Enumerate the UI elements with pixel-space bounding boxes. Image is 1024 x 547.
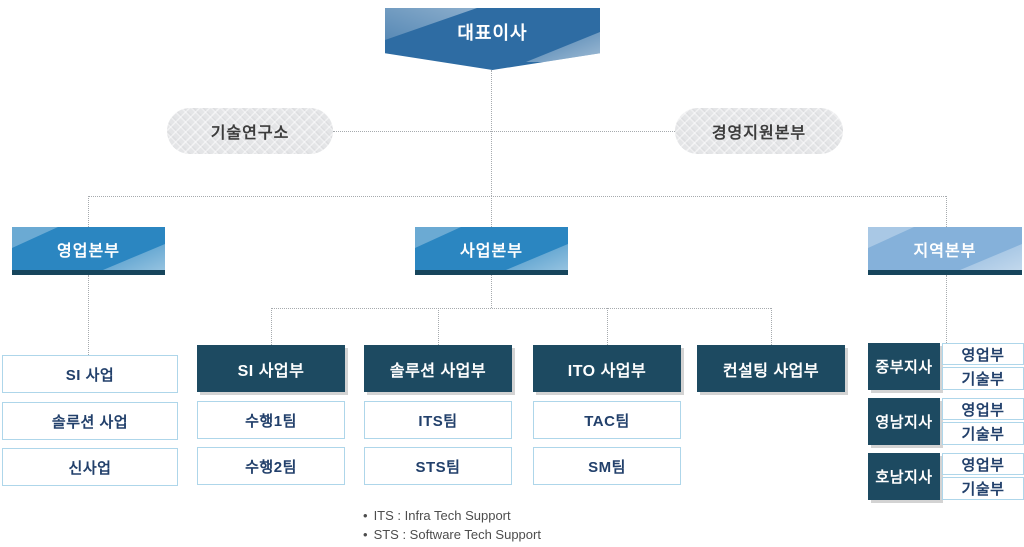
node-label: 중부지사 (875, 359, 933, 376)
node-ceo: 대표이사 (385, 8, 600, 70)
footnote-text: ITS : Infra Tech Support (373, 508, 511, 523)
node-tech-research-institute: 기술연구소 (167, 108, 333, 154)
node-jungbu-tech-unit: 기술부 (942, 367, 1024, 390)
node-label: 영업부 (961, 401, 1005, 419)
node-label: 수행1팀 (245, 412, 297, 430)
node-consulting-dept: 컨설팅 사업부 (697, 345, 845, 392)
node-branch-honam: 호남지사 (868, 453, 940, 500)
node-branch-jungbu: 중부지사 (868, 343, 940, 390)
node-label: 기술부 (961, 481, 1005, 498)
node-si-dept: SI 사업부 (197, 345, 345, 392)
node-label: 솔루션 사업 (51, 413, 129, 431)
footnote-sts: • STS : Software Tech Support (363, 525, 541, 544)
node-label: 컨설팅 사업부 (722, 362, 820, 380)
node-team-suhaeng2: 수행2팀 (197, 447, 345, 485)
node-yeongnam-tech-unit: 기술부 (942, 422, 1024, 445)
connector-line (333, 131, 675, 132)
connector-line (946, 196, 947, 227)
node-label: 영업본부 (57, 242, 120, 260)
node-label: ITO 사업부 (567, 362, 647, 380)
node-regional-hq: 지역본부 (868, 227, 1022, 275)
node-label: 기술부 (961, 426, 1005, 443)
node-management-support-hq: 경영지원본부 (675, 108, 843, 154)
footnote-its: • ITS : Infra Tech Support (363, 506, 541, 525)
node-label: 기술연구소 (210, 125, 290, 142)
node-ceo-label: 대표이사 (457, 23, 528, 43)
connector-line (271, 308, 272, 345)
connector-line (607, 308, 608, 345)
node-label: SI 사업부 (237, 362, 305, 380)
connector-line (491, 196, 492, 227)
node-new-business: 신사업 (2, 448, 178, 486)
connector-line (88, 196, 89, 227)
node-business-hq: 사업본부 (415, 227, 568, 275)
node-label: 수행2팀 (245, 458, 297, 476)
connector-line (491, 275, 492, 308)
bullet-icon: • (363, 527, 368, 542)
node-si-business: SI 사업 (2, 355, 178, 393)
footnotes: • ITS : Infra Tech Support • STS : Softwar… (363, 506, 541, 544)
node-team-sm: SM팀 (533, 447, 681, 485)
node-label: ITS팀 (418, 412, 458, 430)
node-label: TAC팀 (584, 412, 630, 430)
connector-line (946, 275, 947, 343)
connector-line (271, 308, 771, 309)
node-label: 솔루션 사업부 (389, 362, 487, 380)
node-honam-sales-unit: 영업부 (942, 453, 1024, 475)
node-label: 영남지사 (875, 414, 933, 431)
node-label: 기술부 (961, 371, 1005, 388)
node-team-tac: TAC팀 (533, 401, 681, 439)
node-team-its: ITS팀 (364, 401, 512, 439)
node-label: 지역본부 (913, 242, 977, 260)
node-solution-business: 솔루션 사업 (2, 402, 178, 440)
connector-line (88, 275, 89, 355)
connector-line (771, 308, 772, 345)
connector-line (438, 308, 439, 345)
node-branch-yeongnam: 영남지사 (868, 398, 940, 445)
node-sales-hq: 영업본부 (12, 227, 165, 275)
node-label: SM팀 (588, 458, 626, 476)
node-team-suhaeng1: 수행1팀 (197, 401, 345, 439)
node-team-sts: STS팀 (364, 447, 512, 485)
node-jungbu-sales-unit: 영업부 (942, 343, 1024, 365)
node-label: 경영지원본부 (711, 125, 807, 142)
node-solution-dept: 솔루션 사업부 (364, 345, 512, 392)
node-label: SI 사업 (65, 366, 115, 384)
node-label: STS팀 (415, 458, 461, 476)
node-yeongnam-sales-unit: 영업부 (942, 398, 1024, 420)
node-ito-dept: ITO 사업부 (533, 345, 681, 392)
connector-line (491, 70, 492, 196)
footnote-text: STS : Software Tech Support (373, 527, 541, 542)
connector-line (88, 196, 946, 197)
node-label: 사업본부 (460, 242, 523, 260)
node-honam-tech-unit: 기술부 (942, 477, 1024, 500)
bullet-icon: • (363, 508, 368, 523)
node-label: 호남지사 (875, 469, 933, 486)
node-label: 신사업 (68, 459, 112, 477)
node-label: 영업부 (961, 346, 1005, 364)
node-label: 영업부 (961, 456, 1005, 474)
